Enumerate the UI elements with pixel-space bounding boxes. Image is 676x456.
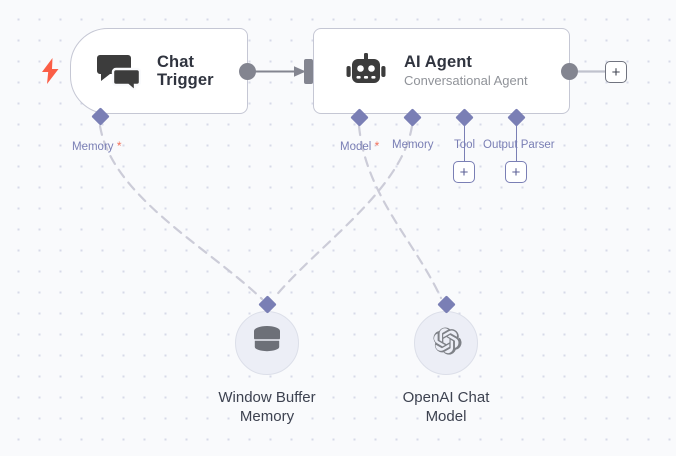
- subnode-openai-chat-model[interactable]: [414, 311, 478, 375]
- label-line-1: OpenAI Chat: [402, 389, 490, 406]
- chat-trigger-output-port[interactable]: [239, 63, 256, 80]
- node-chat-trigger[interactable]: Chat Trigger: [70, 28, 248, 114]
- openai-chat-model-label: OpenAI Chat Model: [371, 389, 521, 427]
- ai-agent-output-parser-label: Output Parser: [483, 139, 555, 151]
- robot-icon: [346, 53, 386, 89]
- chat-trigger-text: Chat Trigger: [157, 53, 214, 90]
- port-label-text: Memory: [72, 141, 114, 153]
- tool-port-stub: [463, 118, 466, 162]
- chat-trigger-memory-label: Memory *: [72, 139, 122, 153]
- trigger-bolt-icon: [41, 58, 60, 89]
- window-buffer-memory-label: Window Buffer Memory: [192, 389, 342, 427]
- chat-bubbles-icon: [97, 52, 141, 90]
- ai-agent-output-port[interactable]: [561, 63, 578, 80]
- required-indicator: *: [113, 139, 122, 153]
- required-indicator: *: [371, 139, 380, 153]
- label-line-2: Model: [425, 407, 467, 425]
- openai-logo-icon: [430, 325, 462, 362]
- chat-trigger-title-line2: Trigger: [157, 71, 214, 89]
- edge-chat-memory-to-window-buffer: [98, 124, 264, 301]
- node-ai-agent[interactable]: AI Agent Conversational Agent: [313, 28, 570, 114]
- ai-agent-memory-label: Memory: [392, 139, 434, 151]
- label-line-1: Window Buffer: [218, 389, 316, 406]
- chat-trigger-title-line1: Chat: [157, 52, 195, 71]
- port-label-text: Model: [340, 141, 372, 153]
- ai-agent-title: AI Agent: [404, 53, 473, 72]
- database-icon: [252, 325, 282, 362]
- ai-agent-tool-label: Tool: [454, 139, 476, 151]
- ai-agent-subtitle: Conversational Agent: [404, 72, 528, 88]
- output-parser-port-stub: [515, 118, 518, 162]
- add-node-button[interactable]: +: [605, 61, 627, 83]
- label-line-2: Memory: [239, 407, 295, 425]
- ai-agent-model-label: Model *: [340, 139, 379, 153]
- ai-agent-text: AI Agent Conversational Agent: [404, 53, 528, 88]
- add-tool-button[interactable]: +: [453, 161, 475, 183]
- add-output-parser-button[interactable]: +: [505, 161, 527, 183]
- subnode-window-buffer-memory[interactable]: [235, 311, 299, 375]
- ai-agent-input-port[interactable]: [304, 59, 313, 84]
